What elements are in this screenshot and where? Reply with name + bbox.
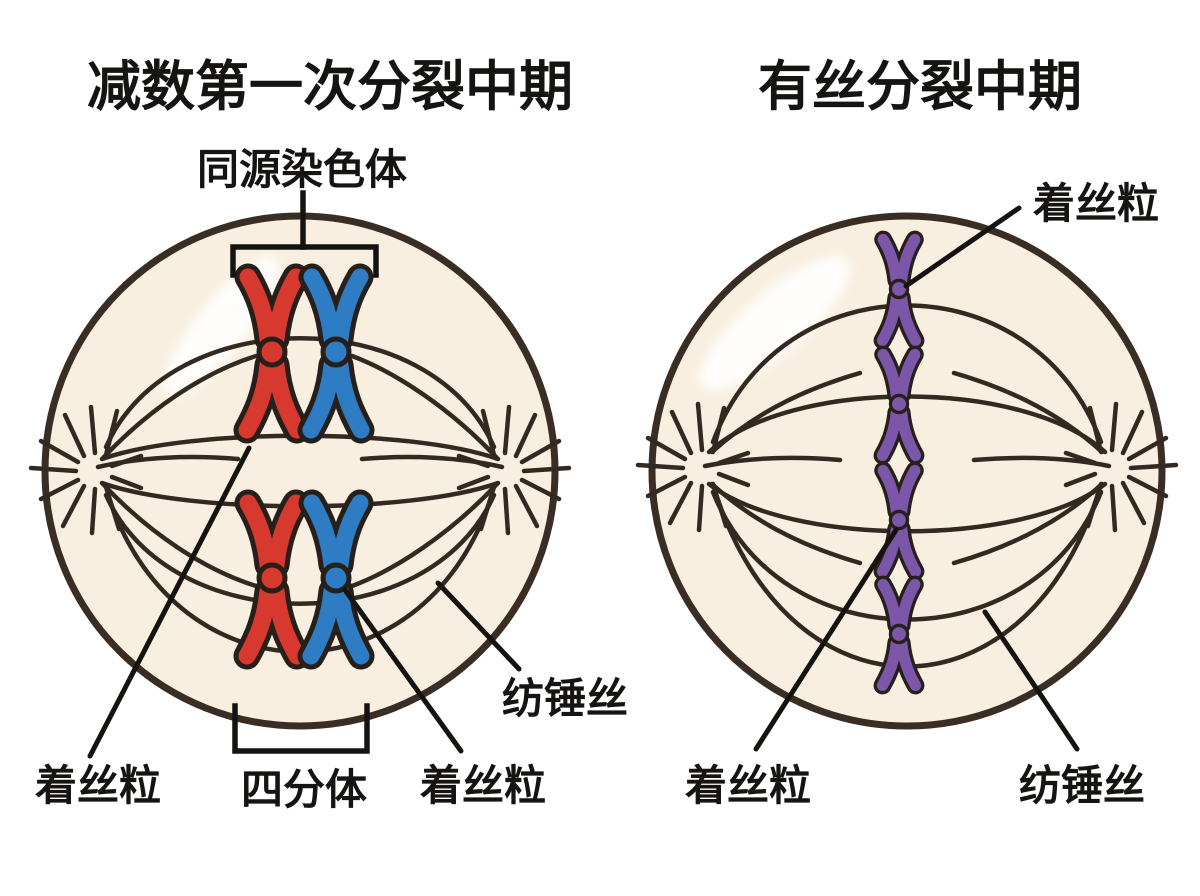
spindle-fiber [100, 353, 259, 461]
centromere-label-mid: 着丝粒 [420, 762, 546, 809]
left-diagram-title: 减数第一次分裂中期 [87, 57, 573, 117]
centromere-label-left: 着丝粒 [35, 762, 161, 809]
pointer-centromere-bottom-right [753, 527, 899, 752]
centromere [888, 393, 910, 415]
tetrad-bracket [232, 703, 370, 754]
spindle-fiber [349, 481, 500, 589]
annotations [87, 190, 1080, 759]
spindle-fiber [349, 353, 500, 461]
centromere-label-bottom-right: 着丝粒 [685, 762, 811, 809]
meiosis-cell [31, 212, 569, 730]
homologous-chromosome-label: 同源染色体 [197, 146, 407, 193]
pointer-centromere-top-right [903, 205, 1022, 289]
spindle-fiber-label-left: 纺锤丝 [502, 675, 628, 722]
spindle-fiber [709, 481, 863, 566]
chromosome-blue-bottom [311, 503, 361, 656]
centromere [888, 278, 910, 300]
right-diagram-title: 有丝分裂中期 [758, 57, 1082, 117]
centromere [888, 509, 910, 531]
cell-highlight-shine [699, 256, 851, 390]
chromosome-blue-top [311, 277, 361, 430]
pointer-centromere-mid [342, 587, 464, 754]
spindle-fiber [951, 370, 1105, 455]
pointer-centromere-left [87, 445, 252, 759]
centromere [256, 336, 288, 368]
chromosome-red-top [247, 277, 297, 430]
chromosome-red-bottom [247, 503, 297, 656]
tetrad-label: 四分体 [241, 766, 367, 813]
chromosome-purple-4 [883, 585, 916, 686]
centromere [320, 562, 352, 594]
homologous-bracket [230, 244, 379, 278]
centromere-label-top-right: 着丝粒 [1033, 180, 1159, 227]
spindle-fiber [709, 370, 863, 455]
spindle-fiber [103, 492, 497, 606]
mitosis-cell [638, 212, 1176, 730]
pointer-spindle-left [435, 580, 522, 672]
centromere [256, 562, 288, 594]
spindle-fiber [100, 481, 259, 589]
centromere [320, 336, 352, 368]
centromere [888, 623, 910, 645]
spindle-fiber-label-right: 纺锤丝 [1019, 762, 1145, 809]
chromosome-purple-1 [883, 240, 916, 341]
chromosome-purple-3 [883, 471, 916, 572]
chromosome-purple-2 [883, 355, 916, 456]
pointer-spindle-right [982, 609, 1080, 752]
spindle-fiber [103, 336, 497, 450]
spindle-fiber [951, 481, 1105, 566]
